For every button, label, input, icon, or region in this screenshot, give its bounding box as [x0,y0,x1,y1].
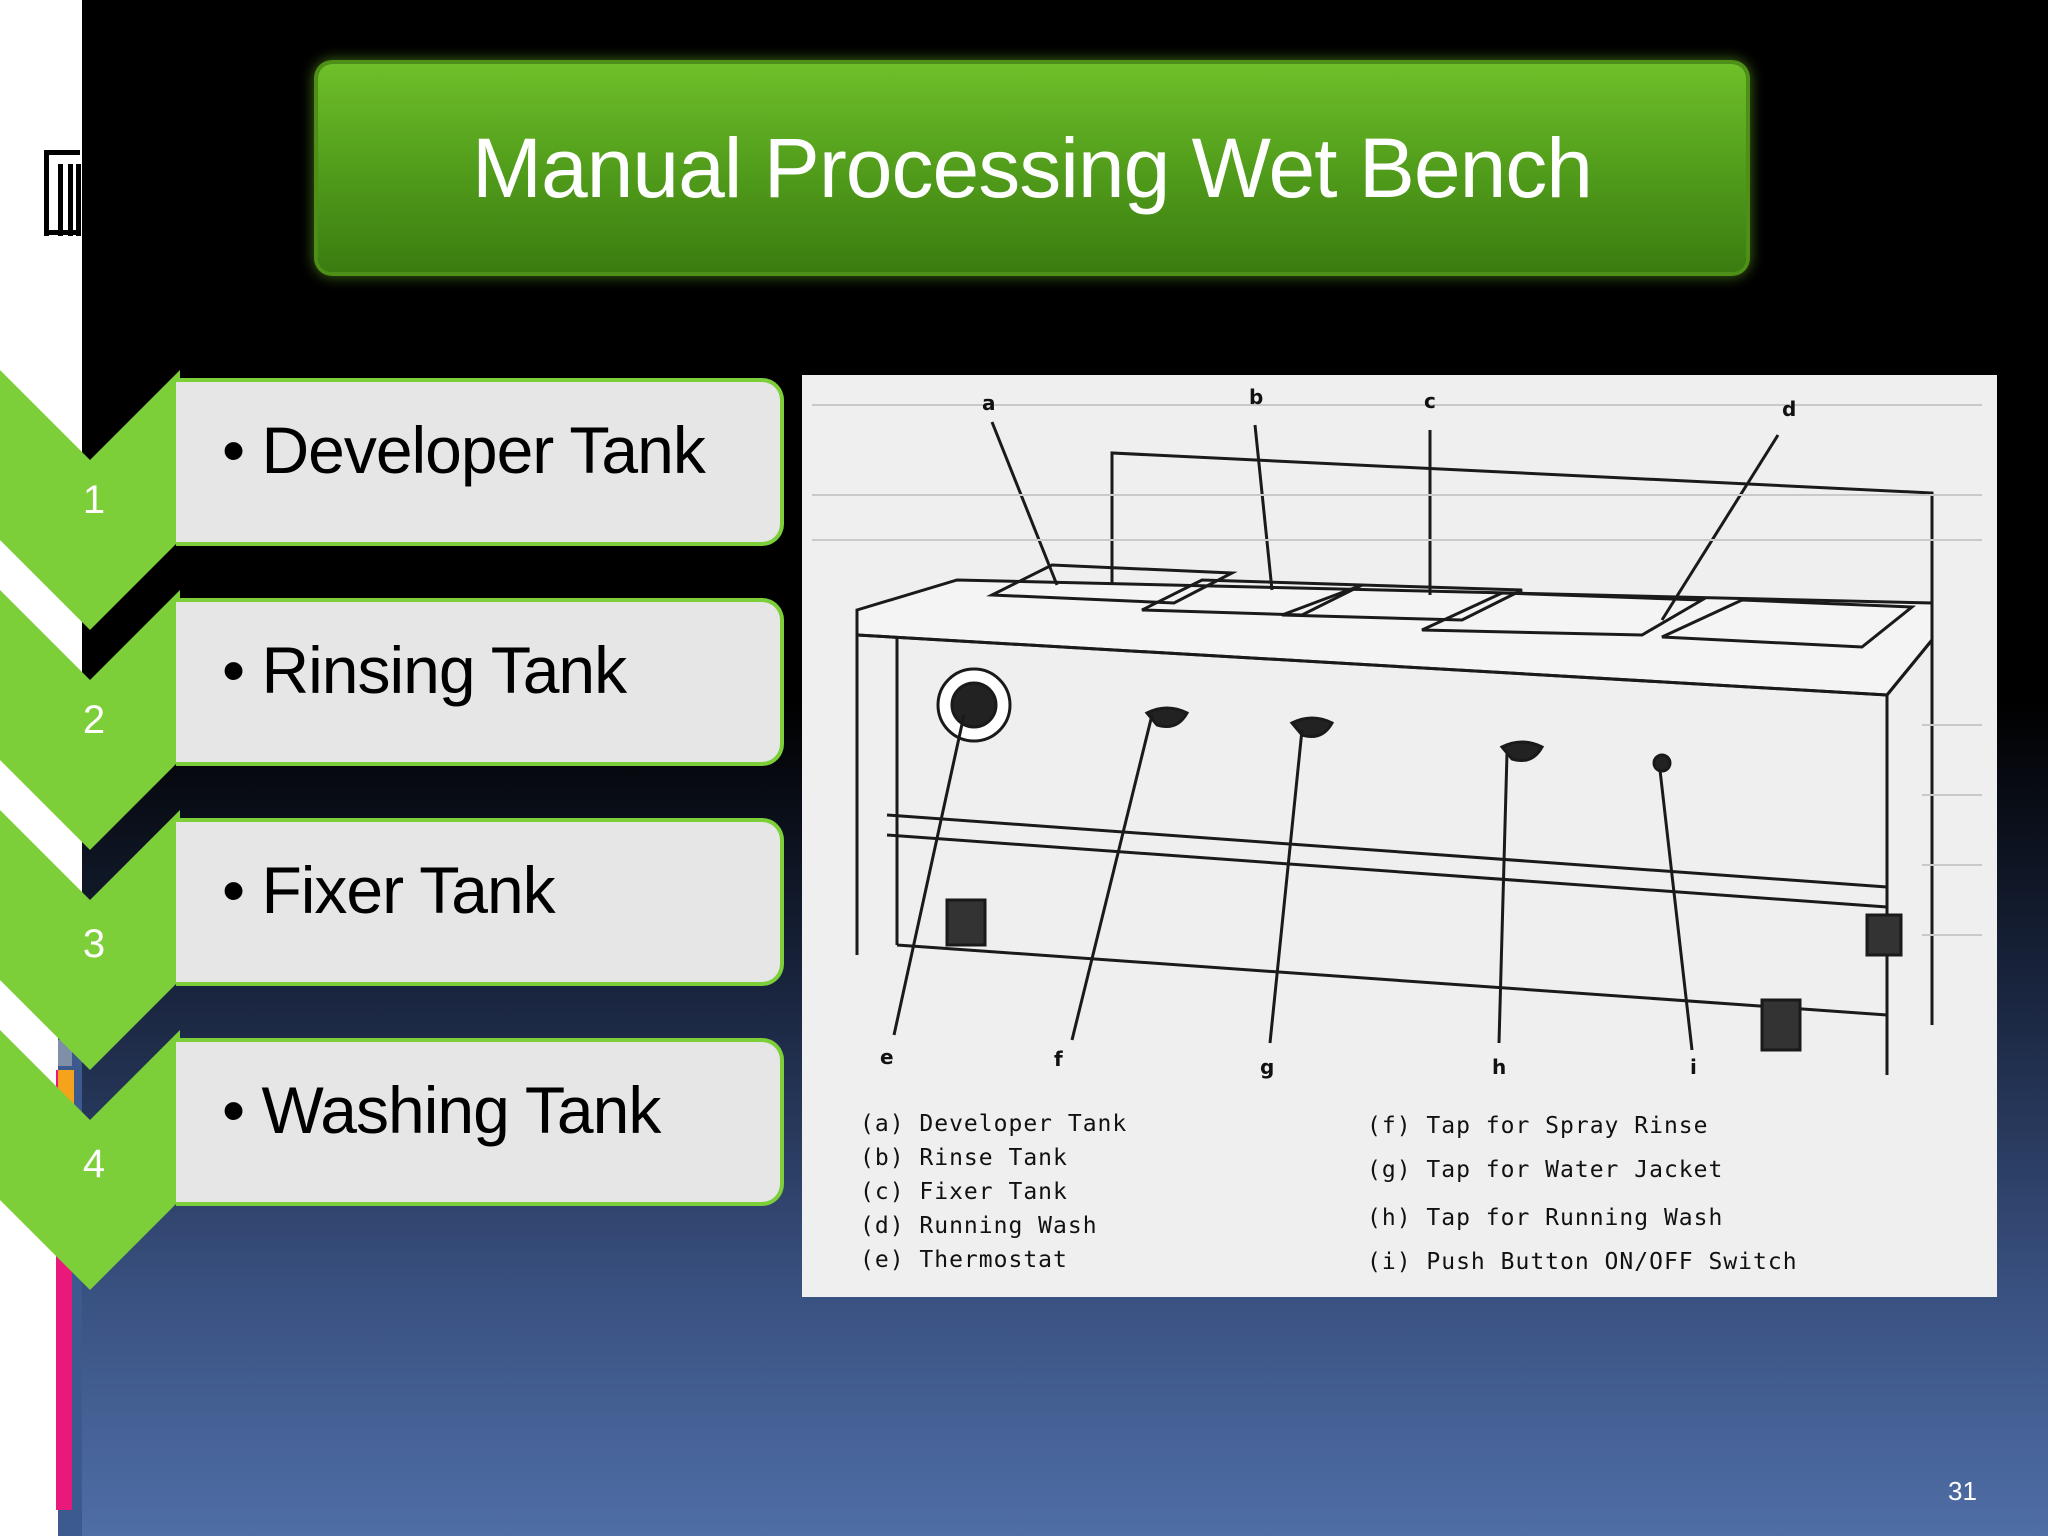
list-item-label: • Fixer Tank [222,853,556,927]
chevron-number-badge [0,370,180,630]
page-number: 31 [1948,1476,1977,1506]
list-number: 2 [82,698,106,742]
list-item-washing-tank: 4 • Washing Tank [0,1030,790,1290]
list-item-box: • Washing Tank [176,1038,784,1206]
callout-d: d [1782,397,1797,421]
legend-item-i: (i) Push Button ON/OFF Switch [1367,1249,1798,1275]
callout-g: g [1260,1055,1275,1079]
callout-a: a [982,391,996,415]
list-number: 3 [82,922,106,966]
list-number: 4 [82,1142,106,1186]
list-item-developer-tank: 1 • Developer Tank [0,370,790,630]
callout-e: e [880,1045,894,1069]
list-item-label: • Washing Tank [222,1073,661,1147]
wet-bench-drawing [812,404,1982,1075]
legend-item-c: (c) Fixer Tank [860,1179,1068,1205]
list-item-label: • Rinsing Tank [222,633,627,707]
legend-item-e: (e) Thermostat [860,1247,1068,1273]
decorative-lines [44,150,82,236]
title-banner: Manual Processing Wet Bench [318,64,1746,272]
slide-title: Manual Processing Wet Bench [471,120,1593,215]
callout-h: h [1492,1055,1507,1079]
callout-b: b [1249,385,1264,409]
chevron-number-badge [0,810,180,1070]
list-number: 1 [82,478,106,522]
legend-item-a: (a) Developer Tank [860,1111,1128,1137]
list-item-fixer-tank: 3 • Fixer Tank [0,810,790,1070]
legend-item-d: (d) Running Wash [860,1213,1098,1239]
list-item-box: • Fixer Tank [176,818,784,986]
list-item-rinsing-tank: 2 • Rinsing Tank [0,590,790,850]
legend-item-b: (b) Rinse Tank [860,1145,1068,1171]
callout-i: i [1690,1055,1697,1079]
callout-f: f [1054,1047,1063,1071]
legend-item-g: (g) Tap for Water Jacket [1367,1157,1724,1183]
wet-bench-diagram: a b c d e f g h i (a) Developer Tank (b)… [802,375,1997,1297]
list-item-box: • Rinsing Tank [176,598,784,766]
list-item-label: • Developer Tank [222,413,706,487]
callout-c: c [1424,389,1436,413]
chevron-number-badge [0,1030,180,1290]
legend-item-h: (h) Tap for Running Wash [1367,1205,1724,1231]
chevron-number-badge [0,590,180,850]
legend-item-f: (f) Tap for Spray Rinse [1367,1113,1709,1139]
list-item-box: • Developer Tank [176,378,784,546]
